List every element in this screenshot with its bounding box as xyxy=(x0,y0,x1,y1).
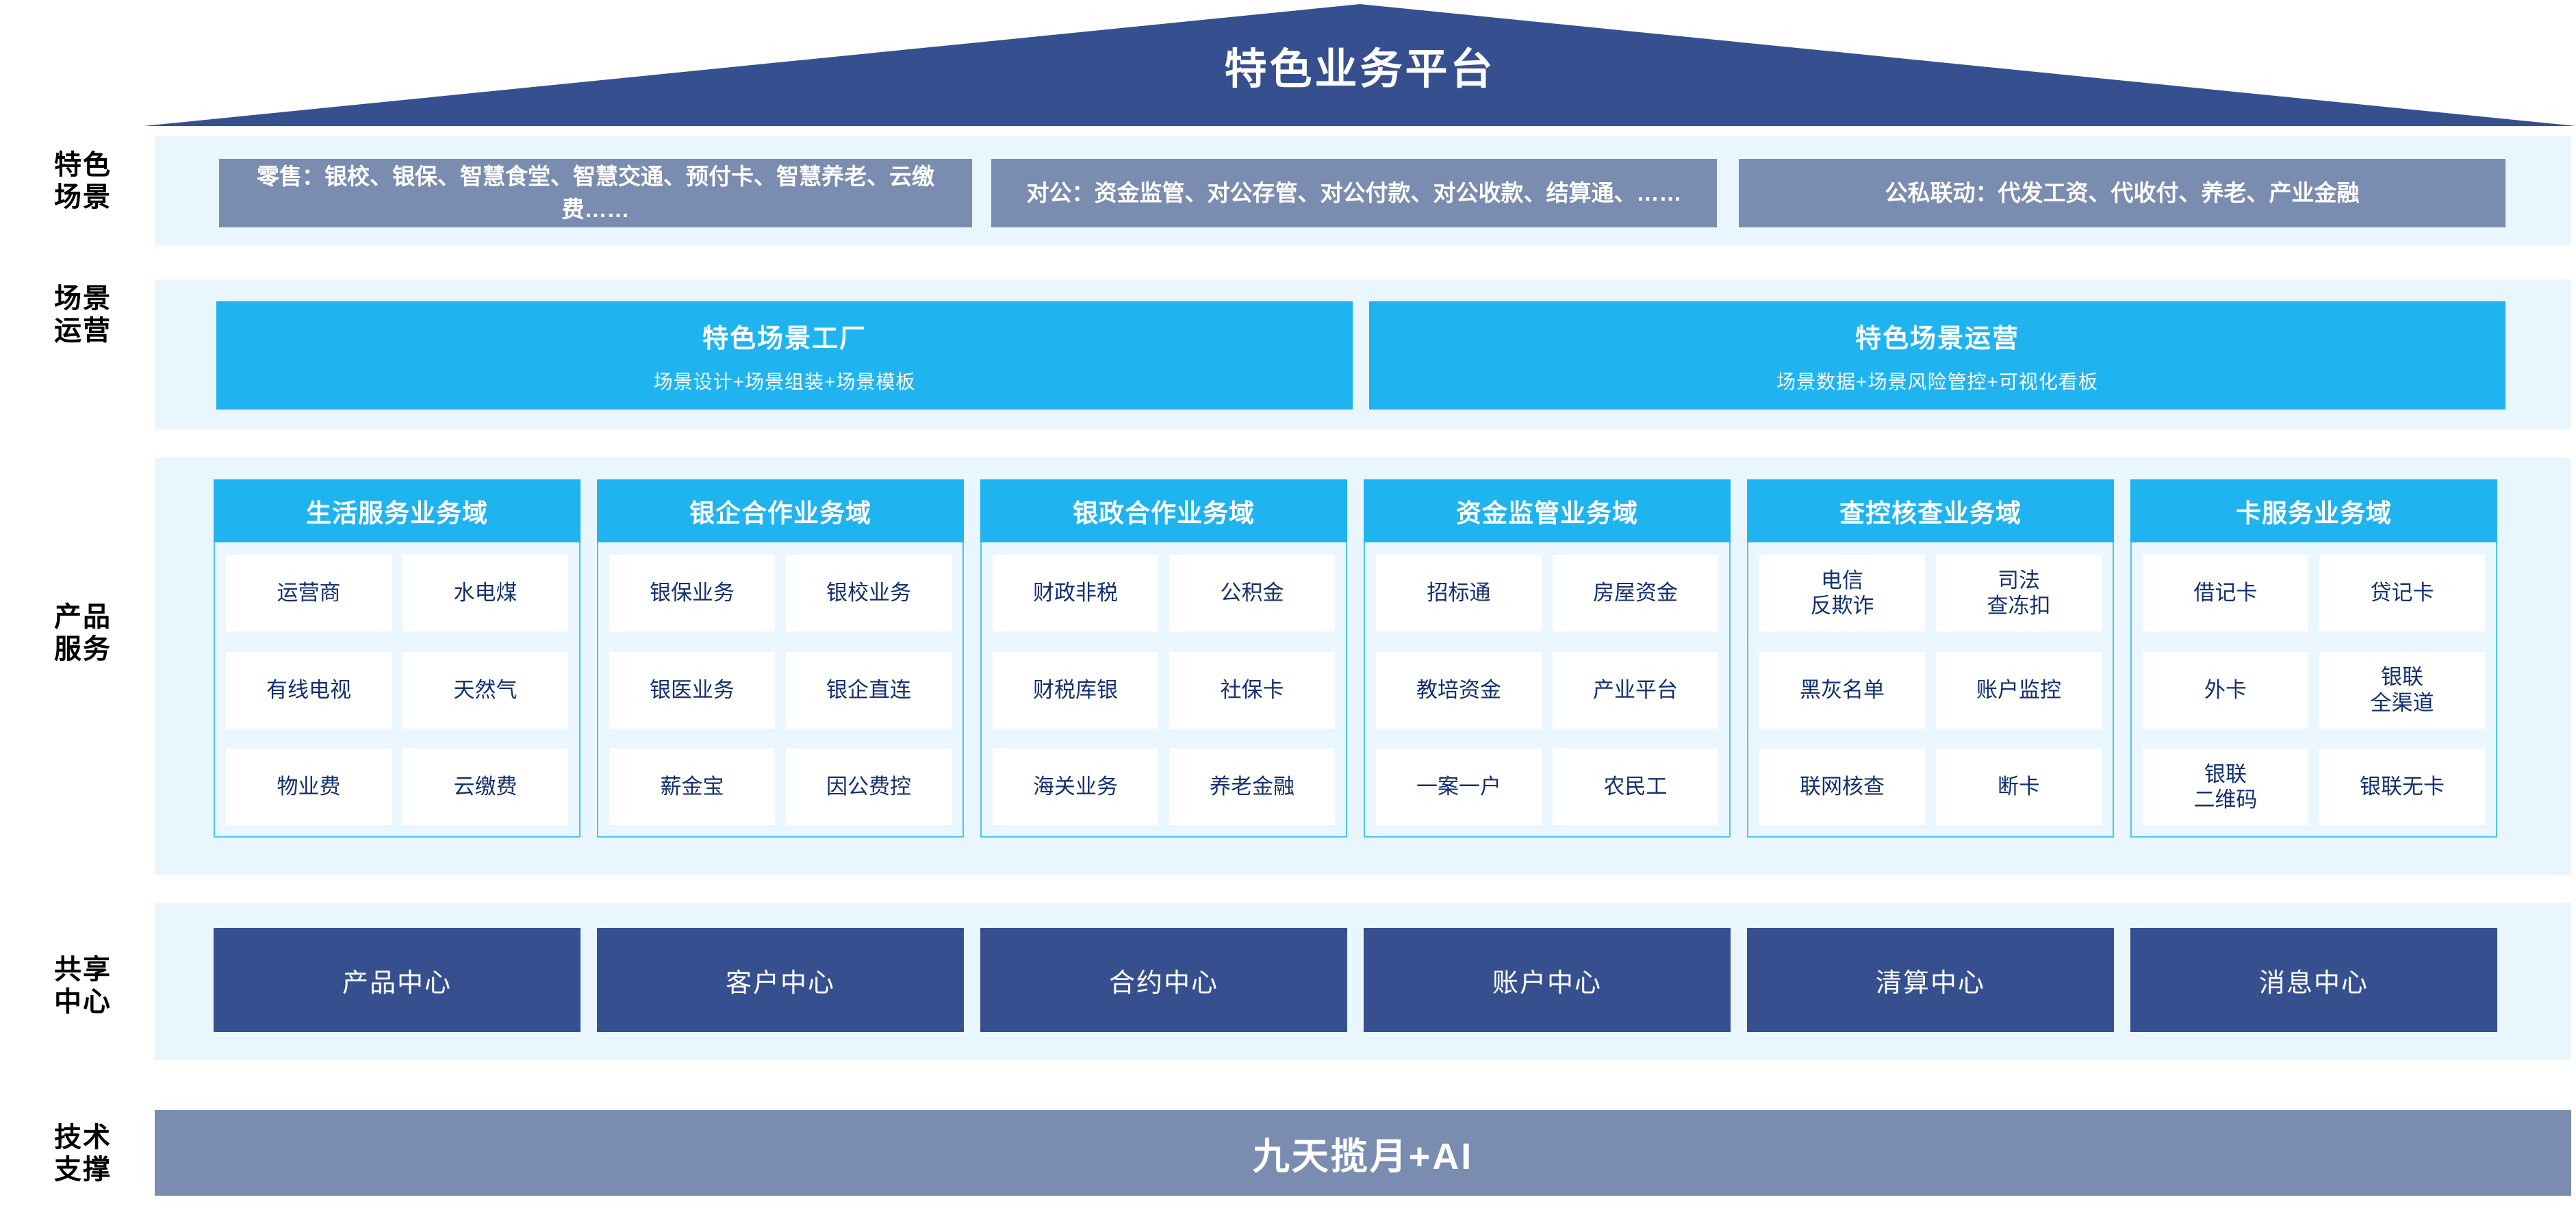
product-domain-title: 卡服务业务域 xyxy=(2130,479,2497,542)
operation-factory-subtitle: 场景设计+场景组装+场景模板 xyxy=(653,370,916,392)
product-cell[interactable]: 天然气 xyxy=(403,651,568,729)
row-label-product: 产品 服务 xyxy=(11,582,155,685)
shared-center-contract[interactable]: 合约中心 xyxy=(980,928,1347,1032)
product-row: 运营商 水电煤 xyxy=(226,555,568,631)
product-domain-title: 生活服务业务域 xyxy=(214,479,581,542)
product-row: 招标通 房屋资金 xyxy=(1376,555,1718,631)
product-cell[interactable]: 养老金融 xyxy=(1169,749,1335,825)
product-row: 海关业务 养老金融 xyxy=(993,749,1335,825)
product-cell[interactable]: 电信 反欺诈 xyxy=(1759,555,1925,631)
operation-operation-title: 特色场景运营 xyxy=(1854,324,2019,353)
product-row: 联网核查 断卡 xyxy=(1759,749,2102,825)
product-row: 借记卡 贷记卡 xyxy=(2143,555,2485,631)
product-cell[interactable]: 海关业务 xyxy=(993,749,1158,825)
shared-center-settlement[interactable]: 清算中心 xyxy=(1747,928,2114,1032)
product-row: 财税库银 社保卡 xyxy=(993,651,1335,729)
product-row: 外卡 银联 全渠道 xyxy=(2143,651,2485,729)
product-cell[interactable]: 房屋资金 xyxy=(1553,555,1718,631)
product-domain-title: 银政合作业务域 xyxy=(980,479,1347,542)
product-domain-column-5[interactable]: 查控核查业务域 电信 反欺诈 司法 查冻扣 黑灰名单 账户监控 联网核查 断卡 xyxy=(1747,479,2114,838)
product-row: 电信 反欺诈 司法 查冻扣 xyxy=(1759,555,2102,631)
row-label-shared: 共享 中心 xyxy=(11,938,155,1034)
product-cell[interactable]: 产业平台 xyxy=(1553,651,1718,729)
product-domain-body: 电信 反欺诈 司法 查冻扣 黑灰名单 账户监控 联网核查 断卡 xyxy=(1747,542,2114,838)
product-domain-body: 运营商 水电煤 有线电视 天然气 物业费 云缴费 xyxy=(214,542,581,838)
product-cell[interactable]: 招标通 xyxy=(1376,555,1542,631)
product-domain-column-3[interactable]: 银政合作业务域 财政非税 公积金 财税库银 社保卡 海关业务 养老金融 xyxy=(980,479,1347,838)
shared-center-product[interactable]: 产品中心 xyxy=(214,928,581,1032)
product-cell[interactable]: 断卡 xyxy=(1936,749,2102,825)
product-row: 黑灰名单 账户监控 xyxy=(1759,651,2102,729)
product-cell[interactable]: 银企直连 xyxy=(786,651,952,729)
product-row: 一案一户 农民工 xyxy=(1376,749,1718,825)
product-cell[interactable]: 银联无卡 xyxy=(2319,749,2485,825)
row-label-tech: 技术 支撑 xyxy=(11,1106,155,1202)
product-row: 财政非税 公积金 xyxy=(993,555,1335,631)
product-cell[interactable]: 社保卡 xyxy=(1169,651,1335,729)
product-row: 银医业务 银企直连 xyxy=(609,651,952,729)
product-row: 银联 二维码 银联无卡 xyxy=(2143,749,2485,825)
row-label-product-text: 产品 服务 xyxy=(54,601,112,664)
product-cell[interactable]: 运营商 xyxy=(226,555,392,631)
row-label-shared-text: 共享 中心 xyxy=(54,954,112,1017)
product-cell[interactable]: 物业费 xyxy=(226,749,392,825)
scene-box-corporate[interactable]: 对公：资金监管、对公存管、对公付款、对公收款、结算通、…… xyxy=(991,159,1717,227)
product-domain-column-2[interactable]: 银企合作业务域 银保业务 银校业务 银医业务 银企直连 薪金宝 因公费控 xyxy=(597,479,964,838)
shared-center-account[interactable]: 账户中心 xyxy=(1364,928,1731,1032)
product-cell[interactable]: 教培资金 xyxy=(1376,651,1542,729)
product-domain-column-4[interactable]: 资金监管业务域 招标通 房屋资金 教培资金 产业平台 一案一户 农民工 xyxy=(1364,479,1731,838)
product-cell[interactable]: 因公费控 xyxy=(786,749,952,825)
product-row: 银保业务 银校业务 xyxy=(609,555,952,631)
product-domain-column-1[interactable]: 生活服务业务域 运营商 水电煤 有线电视 天然气 物业费 云缴费 xyxy=(214,479,581,838)
product-domain-body: 财政非税 公积金 财税库银 社保卡 海关业务 养老金融 xyxy=(980,542,1347,838)
product-cell[interactable]: 财政非税 xyxy=(993,555,1158,631)
product-cell[interactable]: 银校业务 xyxy=(786,555,952,631)
product-domain-title: 查控核查业务域 xyxy=(1747,479,2114,542)
product-row: 物业费 云缴费 xyxy=(226,749,568,825)
product-domain-title: 资金监管业务域 xyxy=(1364,479,1731,542)
row-label-scene-text: 特色 场景 xyxy=(54,149,112,212)
product-cell[interactable]: 外卡 xyxy=(2143,651,2308,729)
row-label-tech-text: 技术 支撑 xyxy=(54,1122,112,1185)
operation-box-scene-factory[interactable]: 特色场景工厂 场景设计+场景组装+场景模板 xyxy=(216,301,1353,410)
row-label-operation-text: 场景 运营 xyxy=(54,283,112,346)
operation-factory-title: 特色场景工厂 xyxy=(702,324,867,353)
product-cell[interactable]: 财税库银 xyxy=(993,651,1158,729)
platform-title: 特色业务平台 xyxy=(1224,46,1496,93)
product-cell[interactable]: 银联 全渠道 xyxy=(2319,651,2485,729)
operation-operation-subtitle: 场景数据+场景风险管控+可视化看板 xyxy=(1776,370,2098,392)
tech-support-band[interactable]: 九天揽月+AI xyxy=(155,1110,2571,1196)
row-label-scene: 特色 场景 xyxy=(11,134,155,229)
row-label-operation: 场景 运营 xyxy=(11,267,155,363)
product-cell[interactable]: 借记卡 xyxy=(2143,555,2308,631)
product-domain-body: 银保业务 银校业务 银医业务 银企直连 薪金宝 因公费控 xyxy=(597,542,964,838)
product-cell[interactable]: 账户监控 xyxy=(1936,651,2102,729)
product-cell[interactable]: 农民工 xyxy=(1553,749,1718,825)
product-cell[interactable]: 有线电视 xyxy=(226,651,392,729)
product-row: 有线电视 天然气 xyxy=(226,651,568,729)
product-cell[interactable]: 一案一户 xyxy=(1376,749,1542,825)
operation-box-scene-operation[interactable]: 特色场景运营 场景数据+场景风险管控+可视化看板 xyxy=(1369,301,2505,410)
product-cell[interactable]: 联网核查 xyxy=(1759,749,1925,825)
product-cell[interactable]: 贷记卡 xyxy=(2319,555,2485,631)
product-domain-title: 银企合作业务域 xyxy=(597,479,964,542)
product-cell[interactable]: 薪金宝 xyxy=(609,749,775,825)
product-domain-body: 借记卡 贷记卡 外卡 银联 全渠道 银联 二维码 银联无卡 xyxy=(2130,542,2497,838)
product-cell[interactable]: 公积金 xyxy=(1169,555,1335,631)
product-domain-column-6[interactable]: 卡服务业务域 借记卡 贷记卡 外卡 银联 全渠道 银联 二维码 银联无卡 xyxy=(2130,479,2497,838)
product-cell[interactable]: 云缴费 xyxy=(403,749,568,825)
product-cell[interactable]: 黑灰名单 xyxy=(1759,651,1925,729)
product-cell[interactable]: 银联 二维码 xyxy=(2143,749,2308,825)
product-cell[interactable]: 银保业务 xyxy=(609,555,775,631)
shared-center-customer[interactable]: 客户中心 xyxy=(597,928,964,1032)
product-cell[interactable]: 司法 查冻扣 xyxy=(1936,555,2102,631)
product-row: 教培资金 产业平台 xyxy=(1376,651,1718,729)
shared-center-message[interactable]: 消息中心 xyxy=(2130,928,2497,1032)
product-cell[interactable]: 水电煤 xyxy=(403,555,568,631)
scene-box-public-private[interactable]: 公私联动：代发工资、代收付、养老、产业金融 xyxy=(1739,159,2505,227)
product-row: 薪金宝 因公费控 xyxy=(609,749,952,825)
product-domain-body: 招标通 房屋资金 教培资金 产业平台 一案一户 农民工 xyxy=(1364,542,1731,838)
product-cell[interactable]: 银医业务 xyxy=(609,651,775,729)
scene-box-retail[interactable]: 零售：银校、银保、智慧食堂、智慧交通、预付卡、智慧养老、云缴费…… xyxy=(219,159,972,227)
